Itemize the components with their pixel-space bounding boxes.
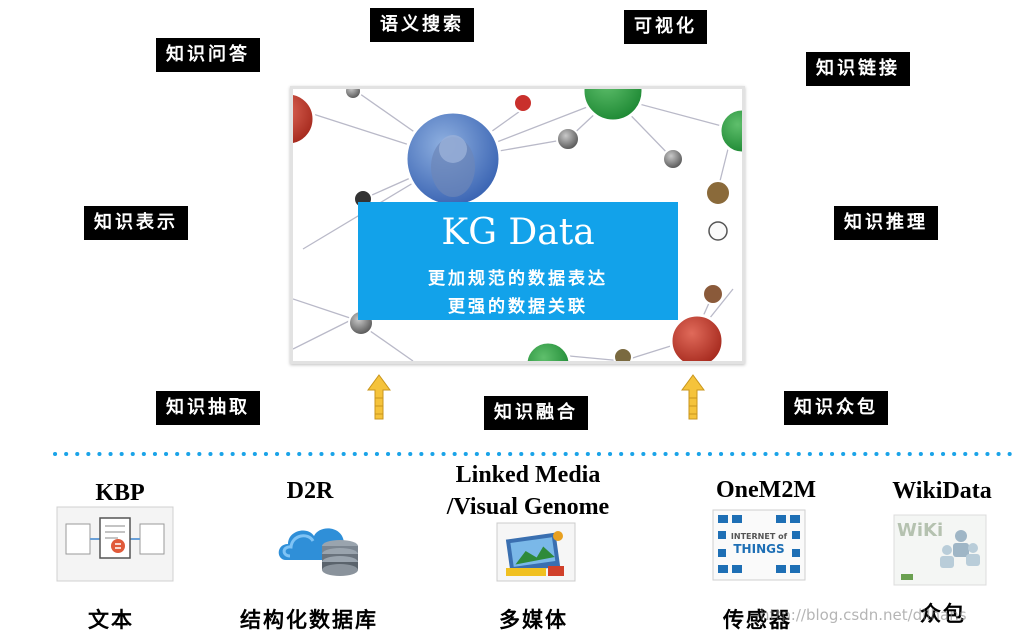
source-label-multimedia: 多媒体 xyxy=(499,608,568,632)
source-label-crowdsourcing: 众包 xyxy=(920,602,966,626)
source-name-onem2m: OneM2M xyxy=(716,477,816,503)
tag-knowledge-qa: 知识问答 xyxy=(156,38,260,72)
iot-badge-bottom: THINGS xyxy=(733,542,784,556)
tag-knowledge-linking: 知识链接 xyxy=(806,52,910,86)
up-arrow-icon-right xyxy=(681,374,705,420)
dotted-separator xyxy=(53,452,1022,456)
source-name-d2r: D2R xyxy=(286,478,334,504)
source-label-database: 结构化数据库 xyxy=(240,608,378,632)
cloud-database-icon xyxy=(278,528,358,576)
kg-data-title: KG Data xyxy=(441,212,595,253)
wiki-icon: WiKi xyxy=(893,514,987,586)
tag-visualization: 可视化 xyxy=(624,10,707,44)
tag-knowledge-reasoning: 知识推理 xyxy=(834,206,938,240)
source-name-visual-genome: /Visual Genome xyxy=(446,494,610,520)
source-name-wikidata: WikiData xyxy=(892,478,992,504)
source-name-kbp: KBP xyxy=(95,480,145,506)
kg-data-line-1: 更加规范的数据表达 xyxy=(428,269,608,289)
tag-knowledge-representation: 知识表示 xyxy=(84,206,188,240)
tag-semantic-search: 语义搜索 xyxy=(370,8,474,42)
source-label-text: 文本 xyxy=(88,608,134,632)
kg-data-line-2: 更强的数据关联 xyxy=(448,297,588,317)
kg-data-box: KG Data 更加规范的数据表达 更强的数据关联 xyxy=(358,202,678,320)
graph-network-illustration xyxy=(293,89,742,361)
iot-badge-top: INTERNET of xyxy=(731,532,788,541)
up-arrow-icon-left xyxy=(367,374,391,420)
tag-knowledge-extraction: 知识抽取 xyxy=(156,391,260,425)
multimedia-icon xyxy=(496,522,576,582)
wiki-badge-text: WiKi xyxy=(897,520,943,541)
internet-of-things-icon: INTERNET of THINGS xyxy=(712,509,806,581)
source-label-sensor: 传感器 xyxy=(723,608,792,632)
source-name-linked-media: Linked Media xyxy=(455,462,601,488)
document-icon xyxy=(56,506,174,582)
watermark: http://blog.csdn.net/dllhans xyxy=(760,606,967,624)
tag-knowledge-fusion: 知识融合 xyxy=(484,396,588,430)
tag-knowledge-crowdsourcing: 知识众包 xyxy=(784,391,888,425)
